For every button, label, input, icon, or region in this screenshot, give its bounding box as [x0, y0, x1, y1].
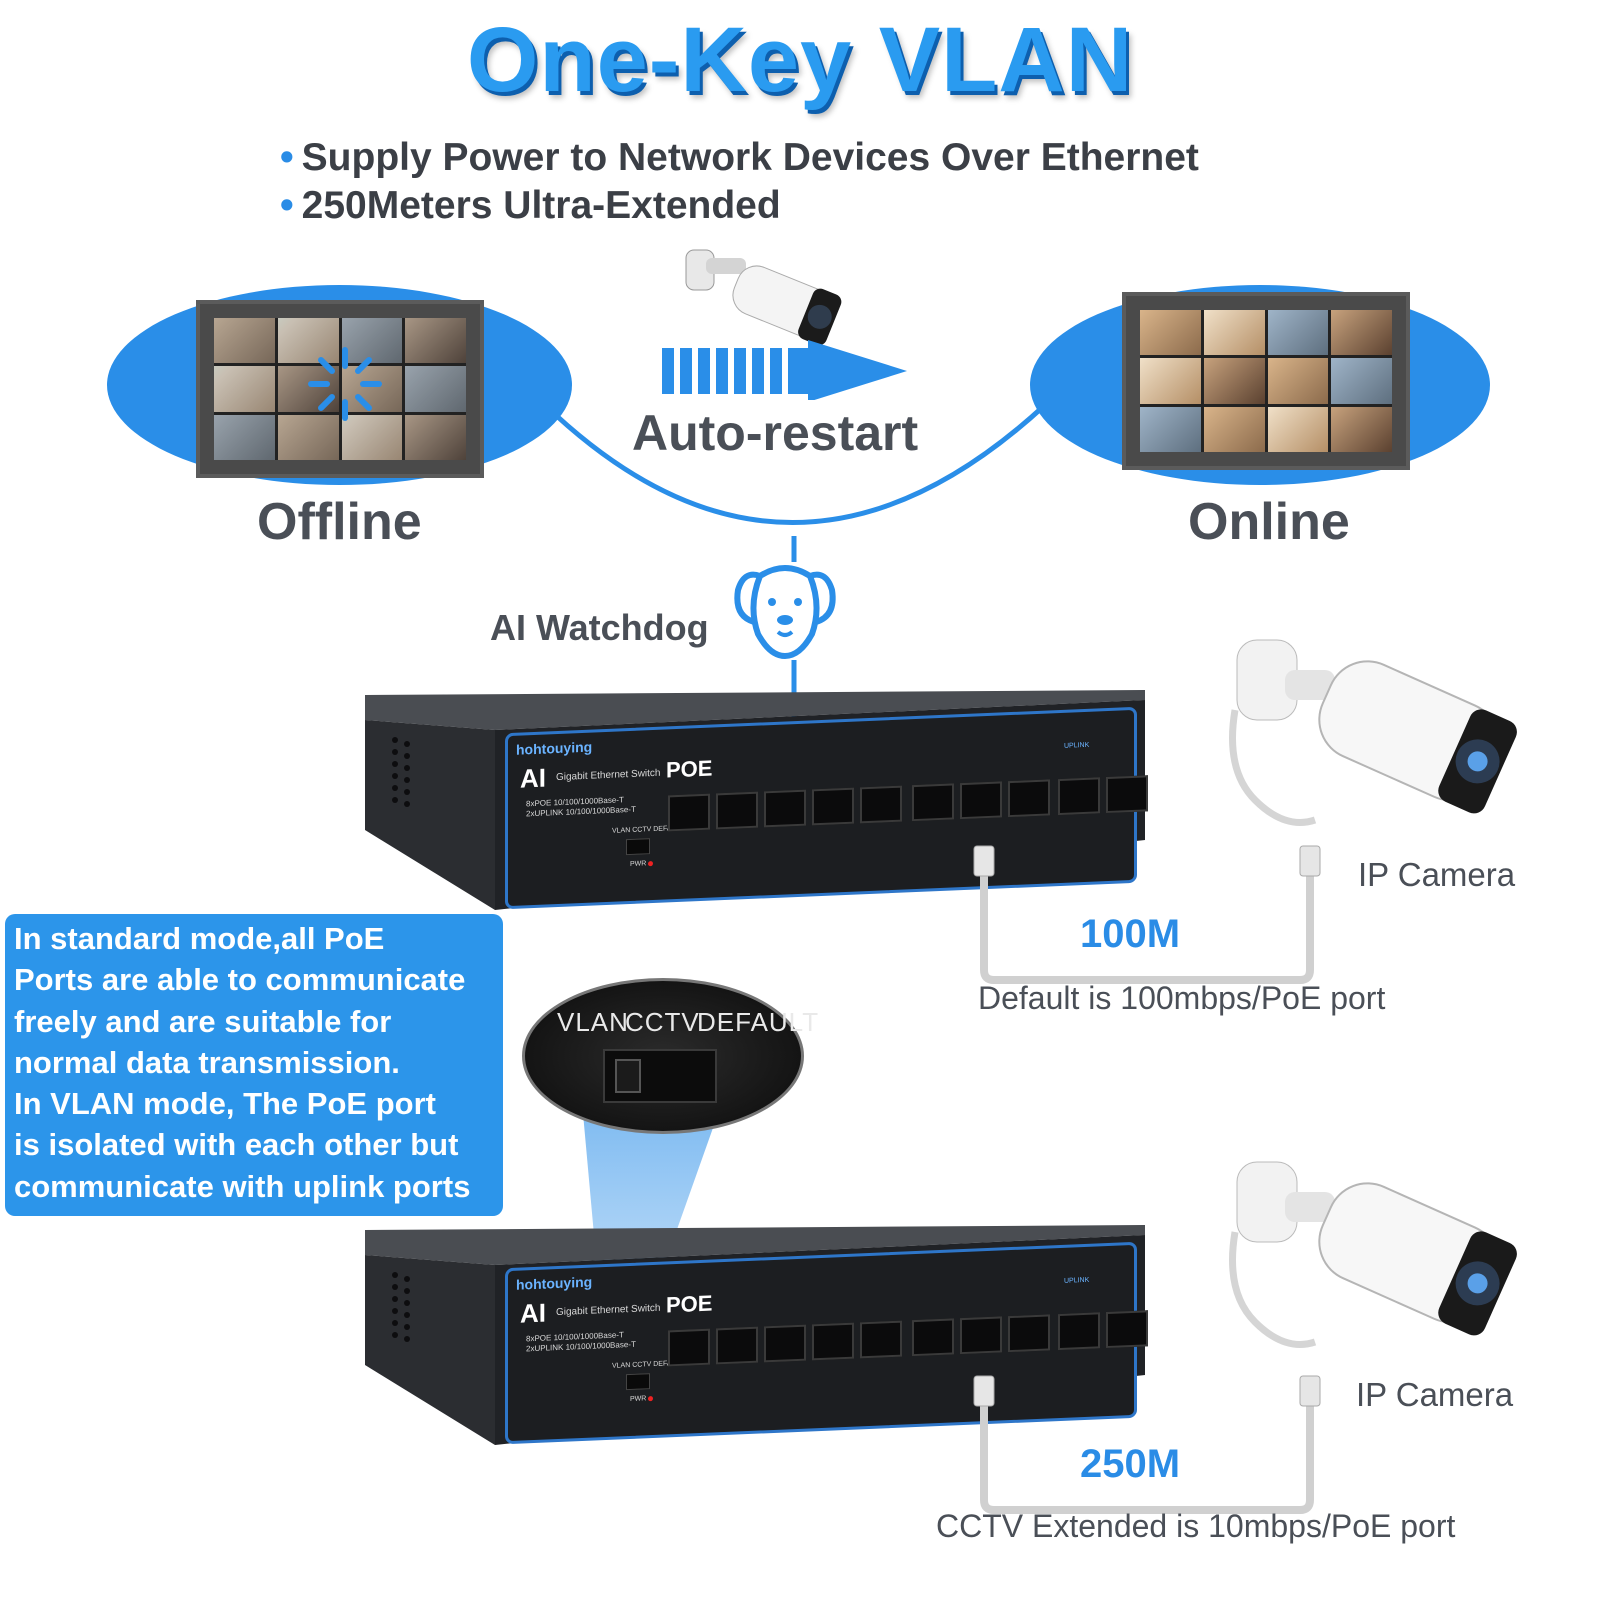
- watchdog-label: AI Watchdog: [490, 607, 709, 648]
- ethernet-port[interactable]: [1008, 779, 1050, 818]
- pwr-label: PWR: [630, 860, 647, 869]
- zoom-callout: VLAN CCTV DEFAULT: [522, 978, 818, 1134]
- camera-icon: [685, 249, 842, 346]
- ethernet-port[interactable]: [716, 1326, 758, 1365]
- info-line: In standard mode,all PoE: [14, 921, 385, 956]
- bullet-item: •250Meters Ultra-Extended: [280, 184, 781, 228]
- zoom-cctv-label: CCTV: [625, 1007, 700, 1037]
- uplink-label: UPLINK: [1064, 741, 1090, 750]
- zoom-default-label: DEFAULT: [697, 1007, 820, 1037]
- bullet-text: Supply Power to Network Devices Over Eth…: [301, 136, 1199, 179]
- ip-camera-icon: [1229, 1161, 1517, 1348]
- online-monitor: [1122, 292, 1410, 470]
- ethernet-port[interactable]: [812, 1322, 854, 1361]
- loading-spinner-icon: [308, 347, 382, 421]
- ethernet-port[interactable]: [764, 789, 806, 828]
- page-title: One-Key VLAN: [466, 9, 1134, 111]
- mode-slide-switch[interactable]: [626, 838, 650, 856]
- ethernet-port[interactable]: [716, 791, 758, 830]
- poe-label: POE: [666, 755, 713, 783]
- online-label: Online: [1188, 493, 1350, 551]
- ethernet-port[interactable]: [812, 787, 854, 826]
- power-led: [648, 1396, 653, 1402]
- ethernet-port[interactable]: [860, 1320, 902, 1359]
- poe-label: POE: [666, 1290, 713, 1318]
- ethernet-port[interactable]: [912, 1318, 954, 1357]
- info-text: In standard mode,all PoE Ports are able …: [14, 918, 504, 1207]
- info-line: Ports are able to communicate: [14, 962, 466, 998]
- ethernet-port[interactable]: [668, 793, 710, 832]
- brand-label: hohtouying: [516, 1273, 593, 1293]
- power-led: [648, 861, 653, 867]
- model-text: Gigabit Ethernet Switch: [556, 767, 661, 784]
- bottom-camera-label: IP Camera: [1356, 1376, 1514, 1413]
- uplink-port[interactable]: [1058, 1312, 1100, 1351]
- arrow-right-icon: [662, 340, 907, 400]
- offline-screen: [214, 318, 466, 460]
- online-screen: [1140, 310, 1392, 452]
- bullet-dot-icon: •: [280, 136, 294, 179]
- ethernet-port[interactable]: [960, 1316, 1002, 1355]
- ethernet-port[interactable]: [1008, 1314, 1050, 1353]
- info-line: freely and are suitable for: [14, 1003, 392, 1039]
- ethernet-port[interactable]: [764, 1324, 806, 1363]
- ethernet-cable: [973, 1375, 1321, 1514]
- uplink-port[interactable]: [1058, 777, 1100, 816]
- ethernet-port[interactable]: [912, 783, 954, 822]
- info-line: In VLAN mode, The PoE port: [14, 1086, 436, 1122]
- ip-camera-icon: [1229, 639, 1517, 826]
- model-ai-label: AI: [520, 762, 546, 794]
- top-camera-label: IP Camera: [1358, 856, 1516, 893]
- model-ai-label: AI: [520, 1297, 546, 1329]
- info-line: is isolated with each other but: [14, 1127, 459, 1163]
- uplink-port[interactable]: [1106, 1310, 1148, 1349]
- mode-slide-switch[interactable]: [626, 1373, 650, 1391]
- offline-monitor: [196, 300, 484, 478]
- info-line: communicate with uplink ports: [14, 1168, 471, 1204]
- zoom-slide-switch[interactable]: [603, 1049, 717, 1103]
- pwr-label: PWR: [630, 1395, 647, 1404]
- auto-restart-label: Auto-restart: [632, 405, 919, 461]
- bottom-caption: CCTV Extended is 10mbps/PoE port: [936, 1508, 1456, 1544]
- zoom-vlan-label: VLAN: [557, 1007, 629, 1037]
- bullet-item: •Supply Power to Network Devices Over Et…: [280, 136, 1199, 180]
- ethernet-port[interactable]: [668, 1328, 710, 1367]
- bottom-speed-label: 250M: [1080, 1442, 1181, 1486]
- ethernet-port[interactable]: [960, 781, 1002, 820]
- offline-label: Offline: [257, 493, 422, 551]
- model-text: Gigabit Ethernet Switch: [556, 1302, 661, 1319]
- top-caption: Default is 100mbps/PoE port: [978, 980, 1386, 1016]
- top-speed-label: 100M: [1080, 912, 1181, 956]
- zoom-slide-knob: [615, 1059, 641, 1093]
- uplink-port[interactable]: [1106, 775, 1148, 814]
- ethernet-cable: [973, 845, 1321, 984]
- bullet-text: 250Meters Ultra-Extended: [301, 184, 781, 227]
- info-line: normal data transmission.: [14, 1044, 400, 1080]
- dog-icon: [734, 565, 836, 660]
- bullet-dot-icon: •: [280, 184, 294, 227]
- ethernet-port[interactable]: [860, 785, 902, 824]
- uplink-label: UPLINK: [1064, 1276, 1090, 1285]
- brand-label: hohtouying: [516, 738, 593, 758]
- info-box: [5, 914, 503, 1216]
